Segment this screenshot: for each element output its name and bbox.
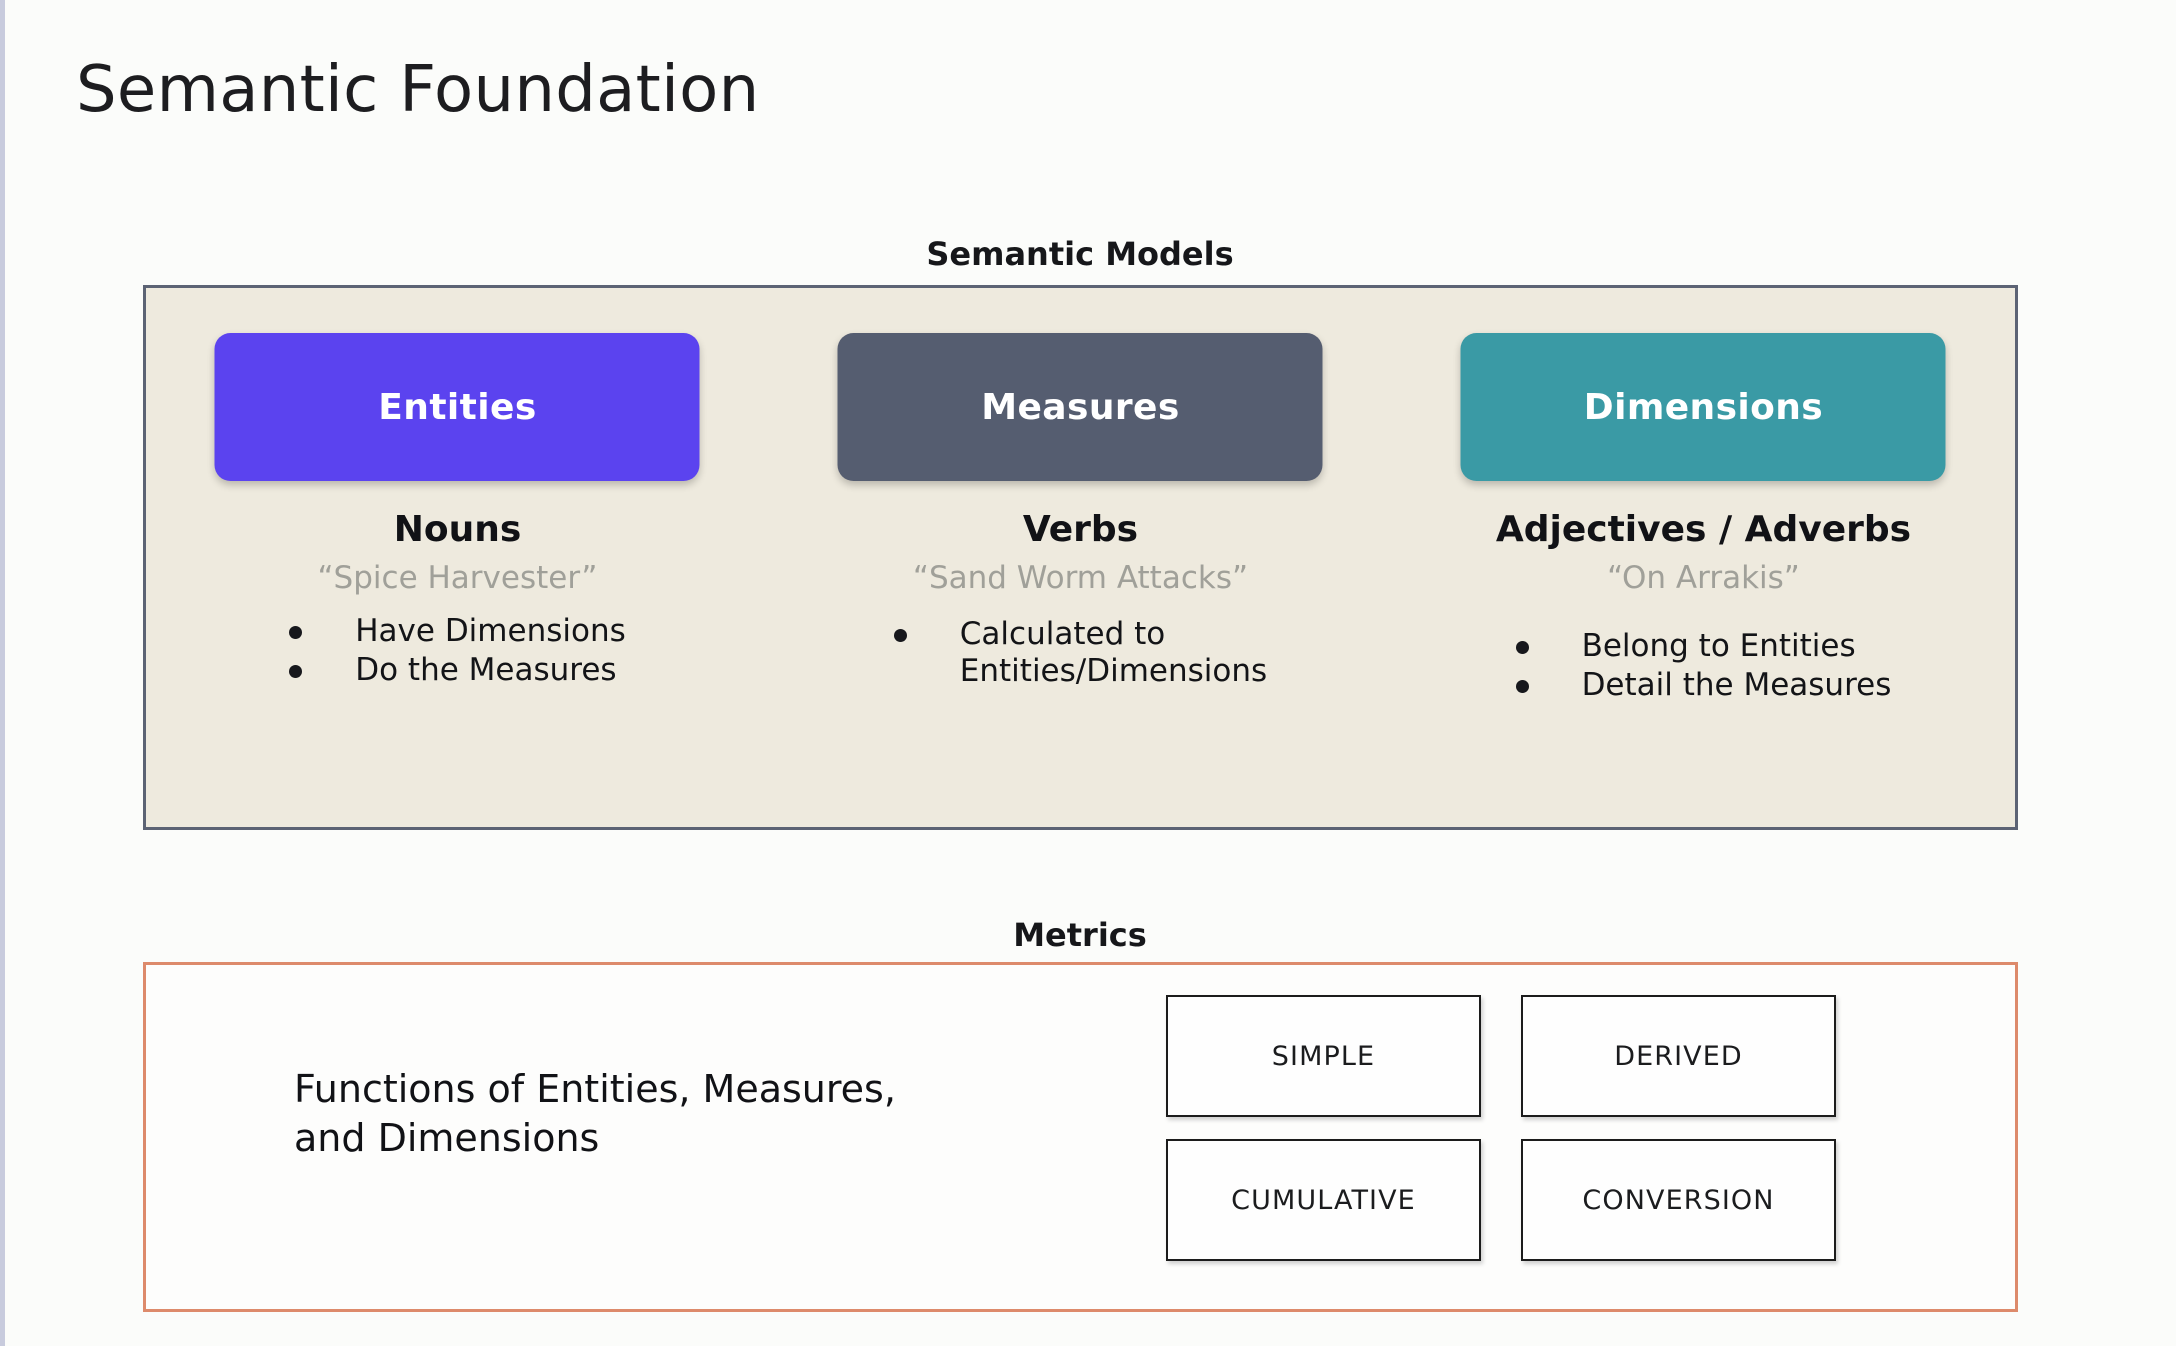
chip-entities[interactable]: Entities [214, 333, 700, 481]
chip-dimensions-label: Dimensions [1583, 386, 1824, 428]
list-item: Calculated to Entities/Dimensions [893, 616, 1268, 690]
list-item: Do the Measures [289, 652, 626, 689]
semantic-models-caption: Semantic Models [0, 235, 2176, 273]
bullet-text: Do the Measures [355, 652, 617, 689]
part-of-speech-dimensions: Adjectives / Adverbs [1495, 509, 1912, 550]
left-edge-strip [0, 0, 5, 1346]
bullet-dot-icon [893, 629, 907, 642]
example-dimensions: “On Arrakis” [1607, 560, 1800, 596]
bullets-measures: Calculated to Entities/Dimensions [769, 616, 1392, 692]
semantic-models-panel: Entities Nouns “Spice Harvester” Have Di… [143, 285, 2018, 830]
semantic-models-caption-text: Semantic Models [926, 235, 1234, 273]
metric-box-simple-label: SIMPLE [1271, 1040, 1376, 1072]
bullets-entities: Have Dimensions Do the Measures [146, 613, 769, 691]
bullet-list-dimensions: Belong to Entities Detail the Measures [1515, 628, 1892, 706]
metric-box-cumulative-label: CUMULATIVE [1231, 1184, 1416, 1216]
metric-box-conversion-label: CONVERSION [1582, 1184, 1775, 1216]
model-column-entities: Entities Nouns “Spice Harvester” Have Di… [146, 288, 769, 827]
bullet-dot-icon [289, 626, 303, 639]
metrics-caption: Metrics [0, 916, 2176, 954]
bullet-text: Detail the Measures [1581, 667, 1892, 704]
chip-dimensions[interactable]: Dimensions [1460, 333, 1946, 481]
metric-box-conversion[interactable]: CONVERSION [1521, 1139, 1836, 1261]
metric-box-simple[interactable]: SIMPLE [1166, 995, 1481, 1117]
metric-box-cumulative[interactable]: CUMULATIVE [1166, 1139, 1481, 1261]
chip-measures[interactable]: Measures [837, 333, 1323, 481]
part-of-speech-measures: Verbs [1022, 509, 1139, 550]
bullet-text: Belong to Entities [1581, 628, 1856, 664]
page-title: Semantic Foundation [76, 53, 760, 127]
bullet-dot-icon [289, 665, 303, 679]
bullet-text: Calculated to Entities/Dimensions [959, 616, 1268, 690]
list-item: Belong to Entities [1515, 628, 1892, 665]
bullet-dot-icon [1515, 641, 1529, 654]
bullets-dimensions: Belong to Entities Detail the Measures [1392, 628, 2015, 706]
bullet-dot-icon [1515, 680, 1529, 694]
model-column-dimensions: Dimensions Adjectives / Adverbs “On Arra… [1392, 288, 2015, 827]
model-column-measures: Measures Verbs “Sand Worm Attacks” Calcu… [769, 288, 1392, 827]
metrics-caption-text: Metrics [1013, 916, 1147, 954]
chip-measures-label: Measures [981, 386, 1180, 428]
bullet-text: Have Dimensions [355, 613, 626, 649]
example-entities: “Spice Harvester” [317, 560, 598, 596]
metric-box-derived-label: DERIVED [1614, 1040, 1743, 1072]
metrics-description: Functions of Entities, Measures, and Dim… [294, 1067, 896, 1161]
example-measures: “Sand Worm Attacks” [912, 560, 1249, 596]
chip-entities-label: Entities [378, 386, 537, 428]
part-of-speech-entities: Nouns [393, 509, 522, 550]
list-item: Detail the Measures [1515, 667, 1892, 704]
metrics-type-grid: SIMPLE DERIVED CUMULATIVE CONVERSION [1166, 995, 1866, 1261]
bullet-list-entities: Have Dimensions Do the Measures [289, 613, 626, 691]
metric-box-derived[interactable]: DERIVED [1521, 995, 1836, 1117]
list-item: Have Dimensions [289, 613, 626, 650]
metrics-panel: Functions of Entities, Measures, and Dim… [143, 962, 2018, 1312]
bullet-list-measures: Calculated to Entities/Dimensions [893, 616, 1268, 692]
